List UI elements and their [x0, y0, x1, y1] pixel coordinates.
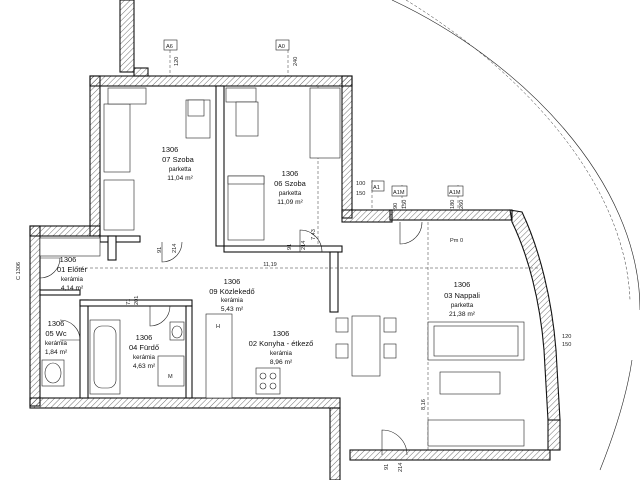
room-area: 11,04 m² — [167, 175, 193, 182]
room-02: 1306 02 Konyha - étkező kerámia 8,96 m² — [249, 329, 314, 366]
terrace-arc-lower — [599, 359, 633, 471]
dimension-label: 214 — [172, 244, 178, 253]
terrace-arc — [391, 0, 640, 311]
dimension-label: 7,43 — [311, 229, 317, 240]
room-name: 01 Előtér — [57, 265, 88, 274]
dimension-label: 91 — [287, 244, 293, 250]
room-name: 09 Közlekedő — [209, 287, 254, 296]
doors — [39, 221, 423, 456]
terrace-arc-inner — [405, 0, 631, 301]
room-name: 03 Nappali — [444, 291, 480, 300]
level-label: Pm 0 — [450, 238, 463, 244]
room-area: 8,96 m² — [270, 359, 293, 366]
room-area: 1,84 m² — [45, 349, 68, 356]
room-09: 1306 09 Közlekedő kerámia 5,43 m² — [209, 277, 254, 313]
room-area: 11,09 m² — [277, 199, 303, 206]
room-material: parketta — [279, 190, 302, 197]
dimension-label: 8,16 — [421, 399, 427, 410]
room-number: 1306 — [48, 319, 65, 328]
dimension-label: 201 — [134, 296, 140, 305]
room-07: 1306 07 Szoba parketta 11,04 m² — [162, 145, 195, 182]
dimension-label: 240 — [293, 57, 299, 66]
window-tags: A6 A0 A1 A1M A1M — [163, 39, 464, 197]
room-number: 1306 — [136, 333, 153, 342]
room-number: 1306 — [282, 169, 299, 178]
room-name: 06 Szoba — [274, 179, 307, 188]
room-area: 4,14 m² — [61, 285, 84, 292]
room-material: parketta — [451, 302, 474, 309]
dimension-label: 100 — [356, 181, 365, 187]
dimension-label: 120 — [174, 57, 180, 66]
dimension-label: 150 — [562, 342, 571, 348]
room-04: 1306 04 Fürdő kerámia 4,63 m² — [129, 333, 159, 370]
interior-walls — [39, 85, 343, 399]
room-area: 21,38 m² — [449, 311, 476, 318]
dimension-label: 120 — [562, 334, 571, 340]
room-number: 1306 — [60, 255, 77, 264]
furniture — [39, 87, 525, 447]
window-tag: A0 — [278, 44, 285, 50]
room-area: 4,63 m² — [133, 363, 156, 370]
dimension-label: 260 — [459, 200, 465, 209]
exterior-walls — [29, 0, 561, 480]
dimension-label: 180 — [450, 200, 456, 209]
dimension-label: 150 — [402, 200, 408, 209]
room-area: 5,43 m² — [221, 306, 244, 313]
room-05: 1306 05 Wc kerámia 1,84 m² — [45, 319, 68, 356]
window-tag: A6 — [166, 44, 173, 50]
room-number: 1306 — [273, 329, 290, 338]
room-material: parketta — [169, 166, 192, 173]
room-name: 07 Szoba — [162, 155, 195, 164]
room-01: 1306 01 Előtér kerámia 4,14 m² — [57, 255, 88, 292]
window-tag: A1M — [449, 190, 461, 196]
fixture-label: M — [168, 374, 173, 380]
room-number: 1306 — [224, 277, 241, 286]
dimension-label: 71 — [126, 299, 132, 305]
dimension-label: 150 — [356, 191, 365, 197]
section-label: C 1306 — [16, 262, 22, 280]
window-tag: A1 — [373, 185, 380, 191]
room-number: 1306 — [162, 145, 179, 154]
room-material: kerámia — [61, 276, 84, 283]
room-material: kerámia — [133, 354, 156, 361]
room-material: kerámia — [45, 340, 68, 347]
room-name: 02 Konyha - étkező — [249, 339, 314, 348]
dimension-label: 214 — [398, 463, 404, 472]
dimension-label: 11,19 — [263, 262, 277, 268]
dimension-label: 91 — [157, 247, 163, 253]
room-name: 05 Wc — [45, 329, 67, 338]
dimension-labels: 11,19 7,43 8,16 91 214 91 214 91 214 71 … — [126, 57, 571, 472]
dimension-label: 90 — [393, 203, 399, 209]
room-06: 1306 06 Szoba parketta 11,09 m² — [274, 169, 307, 206]
fixture-label: H — [216, 324, 220, 330]
room-material: kerámia — [221, 297, 244, 304]
dimension-label: 214 — [301, 241, 307, 250]
room-number: 1306 — [454, 280, 471, 289]
room-material: kerámia — [270, 350, 293, 357]
room-03: 1306 03 Nappali parketta 21,38 m² — [444, 280, 480, 318]
dimension-label: 91 — [384, 464, 390, 470]
room-name: 04 Fürdő — [129, 343, 159, 352]
window-tag: A1M — [393, 190, 405, 196]
